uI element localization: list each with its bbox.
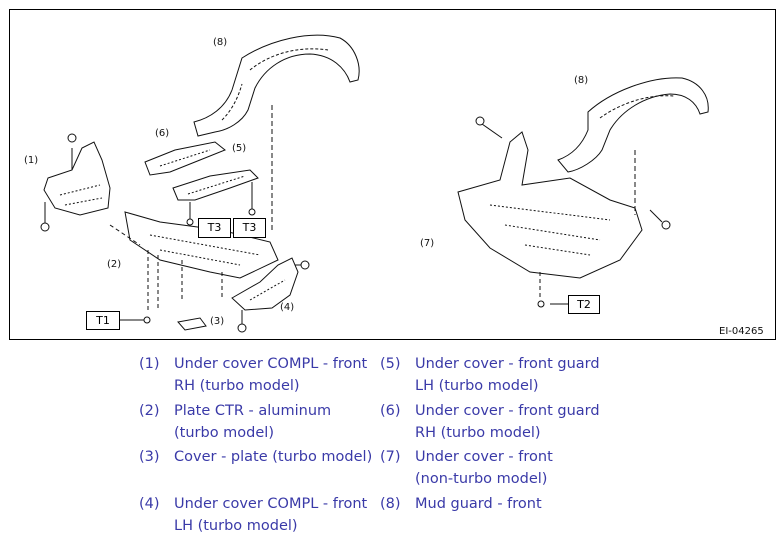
- torque-label-t3-a: T3: [198, 218, 231, 238]
- figure-code: EI-04265: [719, 326, 764, 337]
- under-cover-rh: [43, 141, 111, 216]
- parts-legend: (1) Under cover COMPL - front RH (turbo …: [139, 356, 600, 534]
- diagram-drawing: [40, 34, 709, 333]
- bolt-icon: [248, 208, 256, 216]
- bolt-icon: [475, 116, 485, 126]
- exploded-diagram: (1) (2) (3) (4) (5) (6) (7) (8) (8) T1 T…: [9, 9, 776, 340]
- cover-plate: [177, 317, 207, 331]
- callout-8-right: (8): [574, 75, 589, 86]
- callout-1: (1): [24, 155, 39, 166]
- callout-3: (3): [210, 316, 225, 327]
- callout-4: (4): [280, 302, 295, 313]
- bolt-icon: [300, 260, 310, 270]
- bolt-icon: [537, 300, 545, 308]
- callout-6: (6): [155, 128, 170, 139]
- callout-7: (7): [420, 238, 435, 249]
- bolt-icon: [186, 218, 194, 226]
- callout-2: (2): [107, 259, 122, 270]
- torque-label-t3-b: T3: [233, 218, 266, 238]
- torque-label-t2: T2: [568, 295, 600, 314]
- under-cover-front: [457, 131, 643, 279]
- front-guard-lh: [172, 169, 259, 201]
- bolt-icon: [40, 222, 50, 232]
- mud-guard-left: [193, 34, 360, 137]
- callout-5: (5): [232, 143, 247, 154]
- front-guard-rh: [144, 141, 226, 176]
- bolt-icon: [237, 323, 247, 333]
- callout-8-left: (8): [213, 37, 228, 48]
- bolt-icon: [661, 220, 671, 230]
- under-cover-lh: [231, 257, 299, 311]
- mud-guard-right: [557, 77, 709, 173]
- bolt-icon: [67, 133, 77, 143]
- plate-ctr: [124, 211, 279, 279]
- torque-label-t1: T1: [86, 311, 120, 330]
- bolt-icon: [143, 316, 151, 324]
